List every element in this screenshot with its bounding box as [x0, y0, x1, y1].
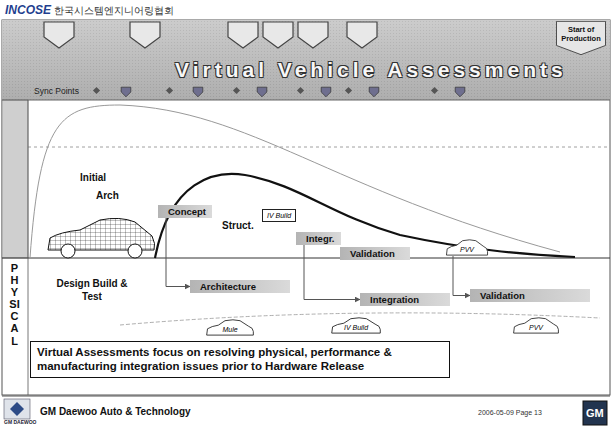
statement-box: Virtual Assessments focus on resolving p… — [30, 341, 450, 378]
footer-logo-text: GM — [586, 407, 604, 419]
vehicle-build: Mule — [205, 318, 255, 336]
node-text: Architecture — [200, 281, 284, 292]
node-text: IV Build — [267, 212, 291, 219]
build-box: IV Build — [262, 209, 296, 222]
footer-date: 2006-05-09 Page 13 — [478, 409, 542, 416]
org-logo-text: INCOSE — [5, 3, 51, 17]
node-text: Integr. — [306, 233, 335, 244]
phase-label: Arch — [96, 190, 119, 201]
vehicle-build: PVV — [445, 238, 489, 256]
vehicle-build: IV Build — [330, 316, 382, 334]
phase-bar: Integr. — [296, 232, 341, 245]
row-label: Sync Points — [34, 86, 79, 96]
phase-bar: Integration — [360, 293, 450, 306]
phase-label: Initial — [80, 172, 106, 183]
logo-caption: GM DAEWOO — [4, 419, 37, 425]
node-text: PVV — [512, 324, 560, 331]
phase-connector — [166, 218, 190, 287]
phase-label: Struct. — [222, 220, 254, 231]
phase-bar: Validation — [470, 289, 590, 302]
vehicle-build: PVV — [512, 316, 560, 334]
phase-connector — [453, 256, 470, 296]
node-text: PVV — [445, 246, 489, 253]
phase-bar: Architecture — [190, 280, 290, 293]
node-text: Virtual Assessments focus on resolving p… — [37, 345, 443, 374]
node-text: Mule — [205, 326, 255, 333]
vertical-label: PHYSICAL — [9, 262, 20, 347]
phase-bar: Validation — [340, 247, 410, 260]
org-name: 한국시스템엔지니어링협회 — [54, 4, 174, 18]
milestone-marker: Start of Production — [556, 21, 606, 55]
footer-company: GM Daewoo Auto & Technology — [40, 406, 191, 417]
banner-title: Virtual Vehicle Assessments — [175, 58, 567, 82]
phase-label: Design Build & Test — [46, 277, 138, 303]
node-text: Concept — [168, 206, 206, 217]
node-text: IV Build — [330, 324, 382, 331]
node-text: Integration — [370, 294, 444, 305]
node-text: Start of Production — [558, 26, 604, 43]
car-illustration — [48, 218, 155, 258]
node-text: Validation — [480, 290, 584, 301]
phase-bar: Concept — [158, 205, 212, 218]
node-text: Validation — [350, 248, 404, 259]
